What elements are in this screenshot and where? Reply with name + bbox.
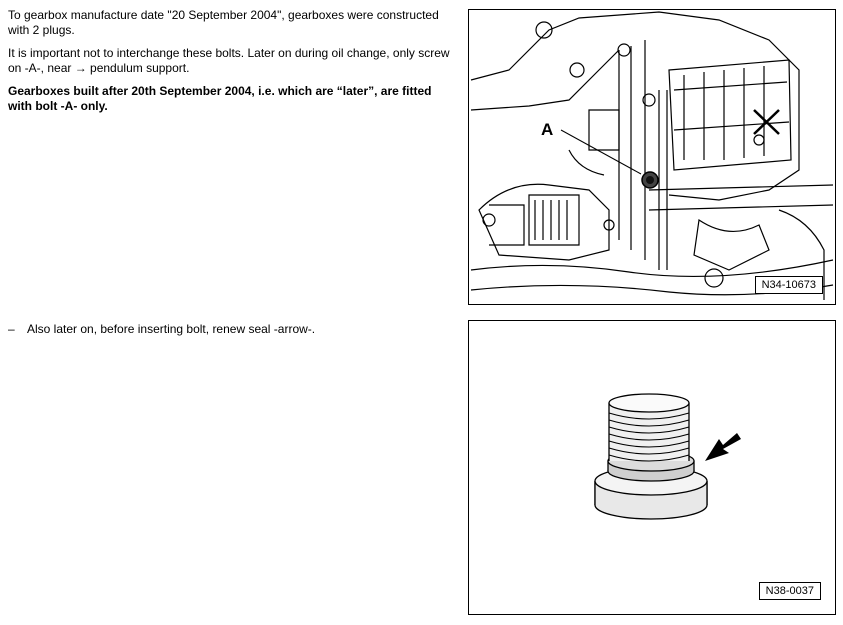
gearbox-figure: A N34-10673 [468,9,836,305]
paragraph-plug-history: To gearbox manufacture date "20 Septembe… [8,8,439,37]
instruction-text: To gearbox manufacture date "20 Septembe… [8,8,458,122]
paragraph-later-gearboxes: Gearboxes built after 20th September 200… [8,84,432,113]
bolt-seal-figure: N38-0037 [468,320,836,615]
bolt-drawing [594,393,741,520]
paragraph-bolt-warning: It is important not to interchange these… [8,46,450,75]
step-dash-marker: – [8,322,15,336]
step-text: Also later on, before inserting bolt, re… [27,322,316,336]
figure-reference-number: N34-10673 [754,276,823,294]
step-renew-seal: –Also later on, before inserting bolt, r… [8,322,458,337]
figure-reference-number: N38-0037 [758,582,821,600]
bolt-a-callout-label: A [541,120,554,139]
gearbox-drawing [470,11,834,300]
